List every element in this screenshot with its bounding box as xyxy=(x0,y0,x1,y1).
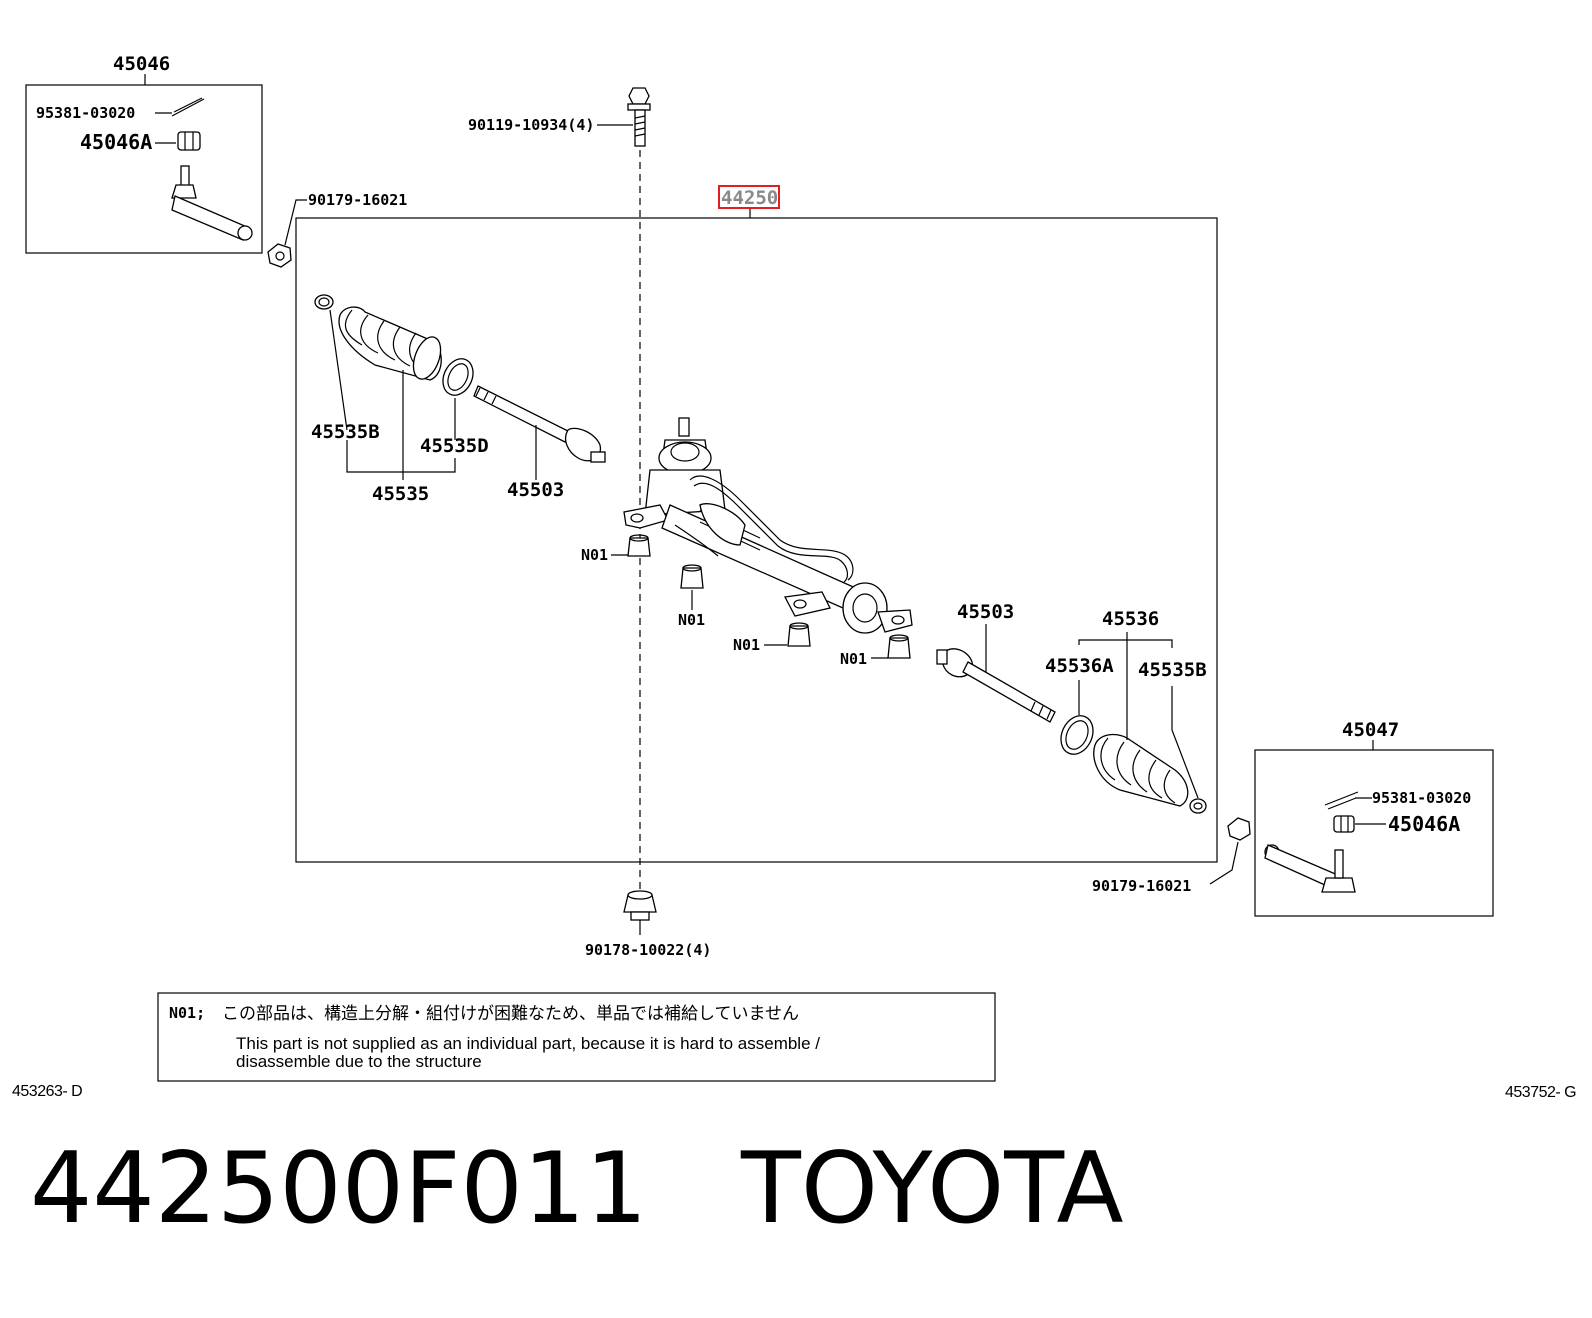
label-nut-bottom: 90178-10022(4) xyxy=(585,941,711,959)
clip-rh-icon xyxy=(1189,798,1207,814)
nut-bottom-icon xyxy=(623,890,657,921)
caption-part-number: 442500F011 xyxy=(30,1132,648,1246)
label-45047: 45047 xyxy=(1342,719,1399,741)
grommet-n01-2-icon xyxy=(680,564,704,589)
label-n01-2: N01 xyxy=(678,611,705,629)
label-n01-4: N01 xyxy=(840,650,867,668)
label-boot-clamp-rh: 45536A xyxy=(1045,655,1114,677)
label-n01-1: N01 xyxy=(581,546,608,564)
tie-rod-end-lh-group: 45046 95381-03020 45046A xyxy=(25,53,263,254)
rack-assembly-box xyxy=(295,217,1218,863)
castle-nut-rh-icon xyxy=(1333,815,1355,833)
note-code: N01; xyxy=(169,1004,205,1022)
note-box-border xyxy=(157,992,996,1082)
tie-rod-rh-icon xyxy=(936,648,1056,723)
note-box: N01; この部品は、構造上分解・組付けが困難なため、単品では補給していません … xyxy=(157,992,996,1082)
caption-brand: TOYOTA xyxy=(741,1132,1124,1246)
reference-left: 453263- D xyxy=(12,1083,82,1100)
cotter-pin-lh-icon xyxy=(171,97,205,117)
label-boot-clamp-lh: 45535D xyxy=(420,435,489,457)
tie-rod-end-rh-icon xyxy=(1264,844,1356,893)
label-90179-rh: 90179-16021 xyxy=(1092,877,1191,895)
rack-assembly-group: 44250 45535B xyxy=(295,185,1218,863)
label-44250: 44250 xyxy=(721,187,778,209)
boot-clamp-lh-icon xyxy=(442,358,474,396)
grommet-n01-1-icon xyxy=(627,534,651,557)
boot-rh-icon xyxy=(1093,733,1189,807)
label-nut-rh: 45046A xyxy=(1388,812,1460,836)
cotter-pin-rh-icon xyxy=(1324,791,1359,810)
clip-lh-icon xyxy=(314,294,334,310)
label-nut-lh: 45046A xyxy=(80,130,152,154)
label-n01-3: N01 xyxy=(733,636,760,654)
grommet-n01-4-icon xyxy=(887,634,911,659)
label-tie-rod-lh: 45503 xyxy=(507,479,564,501)
boot-clamp-rh-icon xyxy=(1060,715,1094,755)
bolt-icon xyxy=(627,87,651,147)
tie-rod-end-lh-box xyxy=(25,84,263,254)
label-90179-lh: 90179-16021 xyxy=(308,191,407,209)
note-japanese: この部品は、構造上分解・組付けが困難なため、単品では補給していません xyxy=(222,1004,799,1024)
label-boot-kit-rh: 45536 xyxy=(1102,608,1159,630)
label-bolt: 90119-10934(4) xyxy=(468,116,594,134)
nut-90179-rh-icon xyxy=(1227,817,1251,841)
rack-housing-icon xyxy=(623,417,913,634)
label-45046: 45046 xyxy=(113,53,170,75)
tie-rod-end-lh-icon xyxy=(171,165,253,241)
note-english-line1: This part is not supplied as an individu… xyxy=(236,1034,820,1053)
castle-nut-lh-icon xyxy=(177,131,201,151)
caption-spacer xyxy=(648,1132,741,1246)
boot-lh-icon xyxy=(338,306,442,381)
tie-rod-lh-icon xyxy=(473,385,606,463)
highlight-44250 xyxy=(718,185,780,209)
label-clip-lh: 45535B xyxy=(311,421,380,443)
label-boot-kit-lh: 45535 xyxy=(372,483,429,505)
caption: 442500F011 TOYOTA xyxy=(30,1140,1124,1238)
tie-rod-end-rh-box xyxy=(1254,749,1494,917)
note-english-line2: disassemble due to the structure xyxy=(236,1052,482,1071)
grommet-n01-3-icon xyxy=(787,622,811,647)
nut-90179-lh-icon xyxy=(267,243,292,268)
reference-right: 453752- G xyxy=(1505,1084,1576,1101)
tie-rod-end-rh-group: 45047 95381-03020 45046A xyxy=(1254,719,1494,917)
label-tie-rod-rh: 45503 xyxy=(957,601,1014,623)
label-clip-rh: 45535B xyxy=(1138,659,1207,681)
label-cotter-pin-rh: 95381-03020 xyxy=(1372,789,1471,807)
label-cotter-pin-lh: 95381-03020 xyxy=(36,104,135,122)
